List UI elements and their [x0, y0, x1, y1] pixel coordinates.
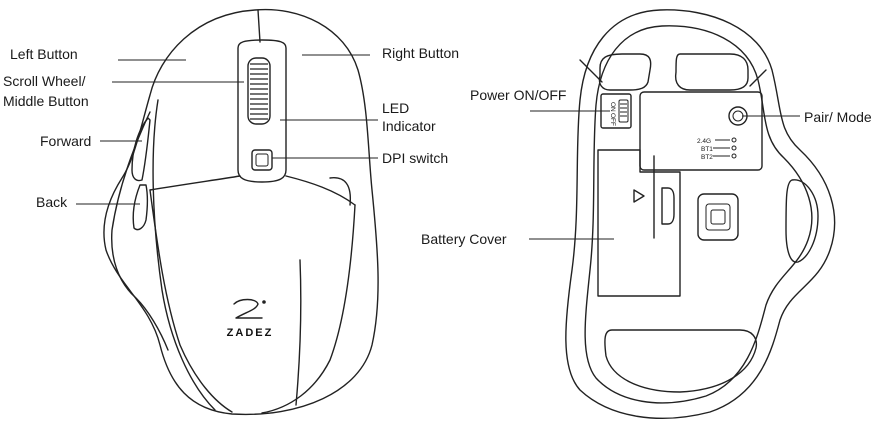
back-button[interactable] — [132, 184, 149, 231]
brand-logo-mark — [233, 298, 263, 319]
mouse-top-body-outline — [103, 8, 379, 416]
mode-panel — [639, 91, 763, 171]
label-led-line2: Indicator — [382, 118, 436, 134]
glide-pad-top-right — [674, 53, 749, 91]
power-switch-off-label: OFF — [609, 113, 616, 126]
button-lower-seam — [149, 175, 356, 206]
label-power: Power ON/OFF — [470, 87, 566, 103]
wheel-housing — [237, 39, 287, 183]
mouse-bottom-inner-rim — [584, 25, 813, 404]
right-side-notch — [329, 177, 352, 206]
label-scroll-wheel-line1: Scroll Wheel/ — [3, 73, 86, 89]
top-button-seam — [257, 9, 261, 43]
glide-pad-side — [785, 179, 819, 263]
led-bt2 — [731, 153, 737, 159]
battery-cover[interactable] — [597, 149, 681, 297]
label-pair-mode: Pair/ Mode — [804, 109, 872, 125]
mode-label-bt2: BT2 — [701, 154, 713, 161]
palm-ridge-mid — [295, 259, 302, 406]
label-scroll-wheel-line2: Middle Button — [3, 93, 89, 109]
palm-ridge-right — [261, 204, 356, 414]
glide-pad-bottom — [604, 329, 758, 393]
forward-button[interactable] — [131, 117, 151, 182]
power-switch-on-label: ON — [609, 102, 616, 112]
optical-sensor — [697, 193, 739, 241]
label-forward: Forward — [40, 133, 91, 149]
label-right-button: Right Button — [382, 45, 459, 61]
glide-pad-top-left — [598, 53, 652, 91]
battery-cover-latch[interactable] — [661, 187, 675, 225]
led-bt1 — [731, 145, 737, 151]
dpi-switch[interactable] — [251, 149, 273, 171]
label-led-line1: LED — [382, 100, 409, 116]
label-battery-cover: Battery Cover — [421, 231, 507, 247]
mode-label-bt1: BT1 — [701, 146, 713, 153]
battery-cover-arrow-icon — [633, 189, 645, 203]
mouse-top-view: ZADEZ — [103, 8, 379, 416]
left-inner-contour — [152, 99, 216, 411]
mode-label-24g: 2.4G — [697, 138, 711, 145]
scroll-wheel-ridges — [250, 63, 268, 120]
led-24g — [731, 137, 737, 143]
mouse-bottom-view: ON OFF 2.4G BT1 BT2 — [565, 9, 836, 419]
scroll-wheel[interactable] — [247, 57, 271, 125]
right-leaders — [529, 110, 800, 240]
left-side-panel — [111, 111, 169, 351]
brand-wordmark: ZADEZ — [227, 327, 274, 339]
palm-ridge-left — [149, 189, 233, 413]
label-back: Back — [36, 194, 68, 210]
left-leaders — [76, 54, 378, 205]
label-left-button: Left Button — [10, 46, 78, 62]
label-dpi-switch: DPI switch — [382, 150, 448, 166]
